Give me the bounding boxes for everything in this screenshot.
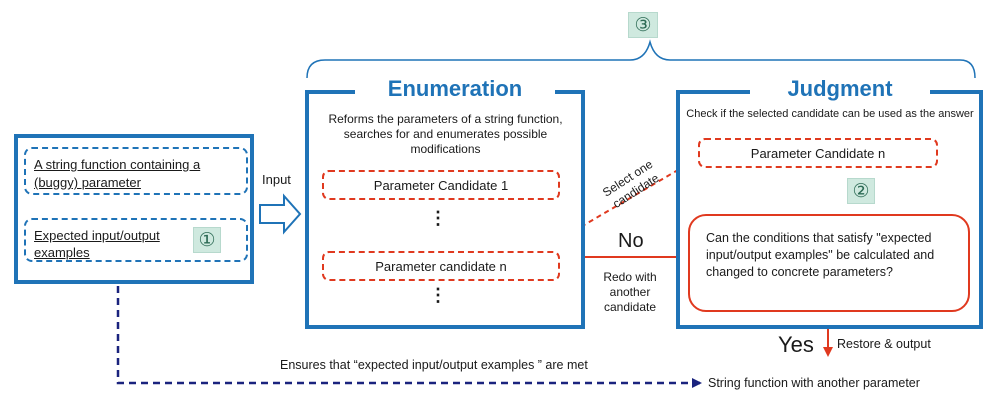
- judgment-title: Judgment: [750, 76, 930, 102]
- enumeration-description: Reforms the parameters of a string funct…: [328, 112, 563, 156]
- io-examples-text: Expected input/output examples: [34, 228, 160, 260]
- judgment-question: Can the conditions that satisfy "expecte…: [688, 214, 970, 312]
- ensures-label: Ensures that “expected input/output exam…: [280, 358, 588, 372]
- parameter-candidate-n: Parameter candidate n: [322, 251, 560, 281]
- output-label: String function with another parameter: [708, 376, 920, 390]
- redo-label: Redo with another candidate: [603, 270, 657, 314]
- buggy-function-text: A string function containing a (buggy) p…: [34, 157, 201, 190]
- group-bracket: [306, 39, 976, 79]
- buggy-function-item: A string function containing a (buggy) p…: [24, 147, 248, 195]
- step-1-badge: ①: [193, 227, 221, 253]
- io-examples-item: Expected input/output examples: [24, 218, 248, 262]
- parameter-candidate-1-label: Parameter Candidate 1: [373, 177, 509, 193]
- judgment-question-text: Can the conditions that satisfy "expecte…: [706, 231, 935, 279]
- restore-output-label: Restore & output: [837, 337, 931, 351]
- yes-label: Yes: [778, 332, 814, 357]
- no-label: No: [618, 230, 644, 252]
- input-arrow: [259, 193, 302, 235]
- parameter-candidate-n-label: Parameter candidate n: [375, 258, 507, 274]
- input-label: Input: [262, 172, 291, 187]
- judgment-candidate-label: Parameter Candidate n: [750, 145, 886, 161]
- ensures-arrow: [113, 260, 702, 388]
- judgment-description: Check if the selected candidate can be u…: [686, 108, 974, 120]
- enumeration-box: [305, 90, 585, 329]
- enumeration-ellipsis-1: ⋮: [429, 208, 447, 228]
- parameter-candidate-1: Parameter Candidate 1: [322, 170, 560, 200]
- step-2-badge: ②: [847, 178, 875, 204]
- step-3-badge: ③: [628, 12, 658, 38]
- judgment-candidate: Parameter Candidate n: [698, 138, 938, 168]
- enumeration-ellipsis-2: ⋮: [429, 285, 447, 305]
- enumeration-title: Enumeration: [355, 76, 555, 102]
